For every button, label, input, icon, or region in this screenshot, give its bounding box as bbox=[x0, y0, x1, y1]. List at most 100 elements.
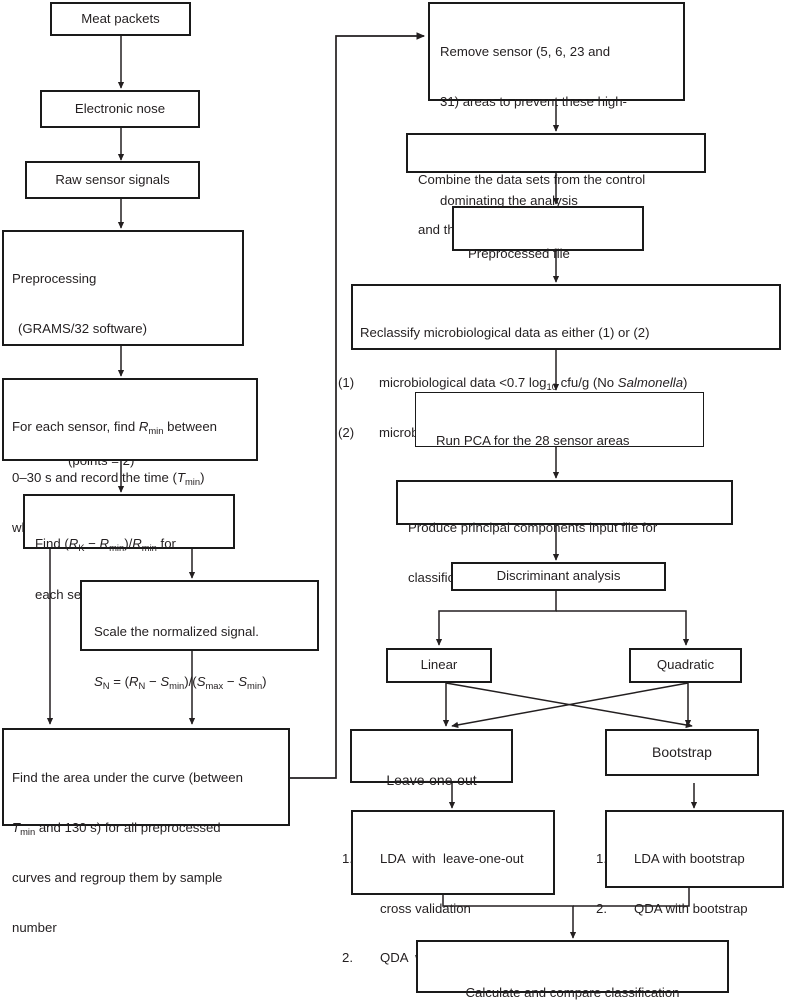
node-calculate-compare[interactable]: Calculate and compare classification acc… bbox=[416, 940, 729, 1000]
area-l2sub: min bbox=[20, 825, 36, 837]
combine-l1: Combine the data sets from the control bbox=[418, 172, 646, 187]
node-discriminant-analysis[interactable]: Discriminant analysis bbox=[451, 562, 666, 591]
node-meat-packets-label: Meat packets bbox=[81, 10, 160, 26]
scale-signal-l2f: )/( bbox=[184, 673, 197, 689]
node-find-ratio[interactable]: Find (RK − Rmin)/Rmin for each sensor bbox=[23, 494, 235, 602]
scale-signal-l2sub4: max bbox=[205, 679, 224, 691]
loo-results-i2-number: 2. bbox=[342, 950, 353, 965]
scale-signal-l2g: S bbox=[196, 673, 206, 689]
reclassify-l2-italic: Salmonella bbox=[617, 374, 684, 390]
edge-bsresults-to-final bbox=[573, 888, 690, 907]
scale-signal-l2h: − bbox=[223, 673, 239, 689]
edge-discriminant-to-quadratic bbox=[556, 610, 690, 646]
discriminant-label: Discriminant analysis bbox=[496, 568, 621, 584]
find-ratio-l1a: Find ( bbox=[35, 536, 69, 551]
node-raw-sensor-signals[interactable]: Raw sensor signals bbox=[25, 161, 200, 199]
bs-results-i1-number: 1. bbox=[596, 851, 607, 866]
node-bootstrap[interactable]: Bootstrap bbox=[605, 729, 759, 776]
node-run-pca[interactable]: Run PCA for the 28 sensor areas bbox=[415, 392, 704, 448]
loo-results-i1-number: 1. bbox=[342, 851, 353, 866]
remove-l1: Remove sensor (5, 6, 23 and bbox=[440, 44, 611, 59]
node-produce-pc[interactable]: Produce principal components input file … bbox=[396, 480, 733, 585]
scale-signal-l2i: S bbox=[238, 673, 248, 689]
loo-results-i1a: LDA with leave-one-out bbox=[380, 851, 524, 866]
node-loo-results[interactable]: 1. LDA with leave-one-out cross validatio… bbox=[342, 810, 555, 1000]
scale-signal-l2j: ) bbox=[262, 673, 267, 689]
node-electronic-nose[interactable]: Electronic nose bbox=[40, 90, 200, 128]
node-raw-sensor-signals-label: Raw sensor signals bbox=[55, 171, 170, 187]
reclassify-l3-number: (2) bbox=[338, 425, 355, 440]
scale-signal-l2c: R bbox=[129, 673, 139, 689]
node-leave-one-out[interactable]: Leave-one-out cross validation bbox=[350, 729, 513, 838]
find-rmin-l1c: between bbox=[163, 419, 217, 434]
quadratic-label: Quadratic bbox=[656, 657, 715, 673]
node-scale-signal[interactable]: Scale the normalized signal. SN = (RN − … bbox=[80, 580, 319, 691]
produce-l1: Produce principal components input file … bbox=[408, 520, 658, 535]
linear-label: Linear bbox=[420, 657, 458, 673]
node-meat-packets[interactable]: Meat packets bbox=[50, 2, 191, 36]
reclassify-l2a: microbiological data <0.7 log bbox=[379, 374, 547, 390]
node-quadratic[interactable]: Quadratic bbox=[629, 648, 742, 683]
bs-results-i1: LDA with bootstrap bbox=[634, 851, 745, 866]
scale-signal-l1: Scale the normalized signal. bbox=[94, 624, 259, 639]
find-ratio-l1d: R bbox=[99, 536, 110, 551]
reclassify-l1: Reclassify microbiological data as eithe… bbox=[360, 325, 650, 340]
node-area-under-curve[interactable]: Find the area under the curve (between T… bbox=[2, 728, 290, 935]
preprocessing-line2: (GRAMS/32 software) bbox=[18, 320, 147, 336]
run-pca-label: Run PCA for the 28 sensor areas bbox=[436, 433, 630, 448]
find-ratio-l1f: R bbox=[132, 536, 142, 551]
node-bootstrap-results[interactable]: 1. LDA with bootstrap 2. QDA with bootstra… bbox=[596, 810, 784, 916]
node-combine-datasets[interactable]: Combine the data sets from the control a… bbox=[406, 133, 706, 237]
loo-results-i1b: cross validation bbox=[380, 900, 471, 916]
reclassify-l2c: ) bbox=[683, 374, 688, 390]
find-rmin-l2b: T bbox=[176, 469, 185, 485]
edge-discriminant-to-linear bbox=[435, 591, 557, 646]
find-ratio-l1e: )/ bbox=[124, 536, 133, 551]
area-l2a: T bbox=[12, 819, 21, 835]
scale-signal-l2d: − bbox=[145, 673, 161, 689]
node-preprocessing[interactable]: Preprocessing (GRAMS/32 software) 1.Bino… bbox=[2, 230, 244, 534]
find-ratio-l1b: R bbox=[68, 536, 79, 551]
scale-signal-l2sub1: N bbox=[102, 679, 110, 691]
find-ratio-l1sub3: min bbox=[141, 542, 157, 553]
find-rmin-l1sub: min bbox=[148, 425, 164, 436]
edge-looresults-to-final bbox=[442, 895, 577, 939]
find-ratio-l1c: − bbox=[84, 536, 100, 551]
reclassify-l2b: cfu/g (No bbox=[556, 374, 618, 390]
scale-signal-l2sub3: min bbox=[169, 679, 185, 691]
find-rmin-l1a: For each sensor, find bbox=[12, 419, 139, 434]
scale-signal-l2sub2: N bbox=[138, 679, 146, 691]
bootstrap-label: Bootstrap bbox=[652, 744, 712, 761]
scale-signal-l2b: = ( bbox=[109, 673, 129, 689]
edge-area-to-remove bbox=[290, 32, 426, 779]
reclassify-l2sub: 10 bbox=[546, 380, 557, 392]
loo-l1: Leave-one-out bbox=[386, 772, 477, 788]
find-rmin-l2sub: min bbox=[185, 475, 201, 487]
remove-l2: 31) areas to prevent these high- bbox=[440, 93, 627, 109]
node-reclassify[interactable]: Reclassify microbiological data as eithe… bbox=[338, 284, 781, 442]
find-ratio-l1g: for bbox=[156, 536, 176, 551]
area-l3: curves and regroup them by sample bbox=[12, 870, 223, 885]
area-l4: number bbox=[12, 919, 57, 935]
prefile-l1: Preprocessed file bbox=[468, 246, 570, 261]
find-ratio-l1sub1: K bbox=[78, 542, 85, 553]
area-l2b: and 130 s) for all preprocessed bbox=[35, 819, 221, 835]
bs-results-i2-number: 2. bbox=[596, 900, 607, 916]
preprocessing-line1: Preprocessing bbox=[12, 271, 97, 286]
node-linear[interactable]: Linear bbox=[386, 648, 492, 683]
edge-quadratic-to-loo bbox=[451, 682, 689, 729]
node-electronic-nose-label: Electronic nose bbox=[74, 100, 166, 116]
bs-results-i2: QDA with bootstrap bbox=[634, 900, 748, 916]
find-rmin-l2c: ) bbox=[200, 469, 205, 485]
scale-signal-l2a: S bbox=[94, 673, 103, 689]
find-rmin-l1b: R bbox=[138, 419, 149, 434]
node-preprocessed-file[interactable]: Preprocessed file ready for data analysi… bbox=[452, 206, 644, 311]
find-rmin-l2a: 0–30 s and record the time ( bbox=[12, 469, 177, 485]
node-find-rmin[interactable]: For each sensor, find Rmin between 0–30 … bbox=[2, 378, 258, 537]
calc-l1: Calculate and compare classification bbox=[465, 985, 680, 1000]
node-remove-sensor[interactable]: Remove sensor (5, 6, 23 and 31) areas to… bbox=[428, 2, 685, 208]
reclassify-l2-number: (1) bbox=[338, 374, 355, 390]
scale-signal-l2e: S bbox=[160, 673, 170, 689]
